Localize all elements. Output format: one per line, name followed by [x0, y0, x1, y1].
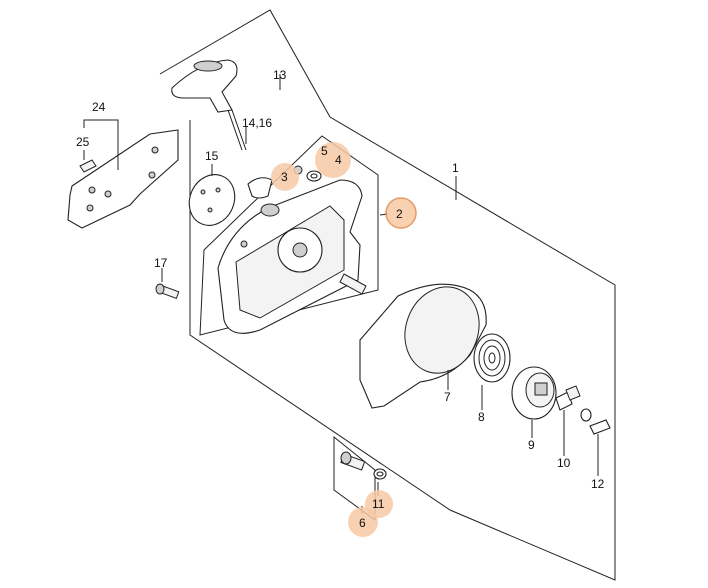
pawl-part: [555, 385, 592, 422]
callout-7: 7: [444, 390, 451, 404]
screw-part-17: [155, 283, 180, 300]
fan-shroud-part: [359, 283, 487, 409]
spring-clip-part: [589, 419, 611, 435]
callout-4: 4: [335, 153, 342, 167]
callout-5: 5: [321, 144, 328, 158]
assembly-frame-housing: [199, 135, 379, 336]
rope-rotor-part: [511, 366, 557, 420]
starter-grip-part: [171, 59, 247, 151]
fan-housing-part: [217, 179, 367, 334]
callout-10: 10: [557, 456, 571, 470]
callout-2: 2: [396, 207, 403, 221]
leader-lines: [83, 74, 599, 514]
callout-11: 11: [372, 497, 385, 511]
pin-part: [340, 451, 366, 471]
gasket-part: [188, 174, 236, 226]
highlight-6: [348, 507, 378, 537]
ring-part: [373, 468, 387, 480]
callout-25: 25: [76, 135, 90, 149]
highlight-5-4: [315, 142, 351, 178]
callout-6: 6: [359, 516, 366, 530]
callout-24: 24: [92, 100, 106, 114]
callout-17: 17: [154, 256, 168, 270]
callout-3: 3: [281, 170, 288, 184]
callout-8: 8: [478, 410, 485, 424]
callout-12: 12: [591, 477, 605, 491]
callout-15: 15: [205, 149, 219, 163]
callout-14-16: 14,16: [242, 116, 272, 130]
highlight-3: [271, 163, 299, 191]
bracket-part: [67, 129, 179, 229]
highlight-markers: [271, 142, 417, 537]
callout-labels: 1 2 3 4 5 6 7 8 9 10 11 12 13 14,16 15 1…: [76, 68, 605, 530]
washer-part-4: [306, 170, 322, 182]
cap-part-3: [247, 177, 273, 199]
rewind-spring-part: [473, 333, 511, 383]
callout-13: 13: [273, 68, 287, 82]
callout-9: 9: [528, 438, 535, 452]
assembly-frame-main: [159, 9, 616, 581]
callout-1: 1: [452, 161, 459, 175]
highlight-2: [385, 197, 417, 229]
